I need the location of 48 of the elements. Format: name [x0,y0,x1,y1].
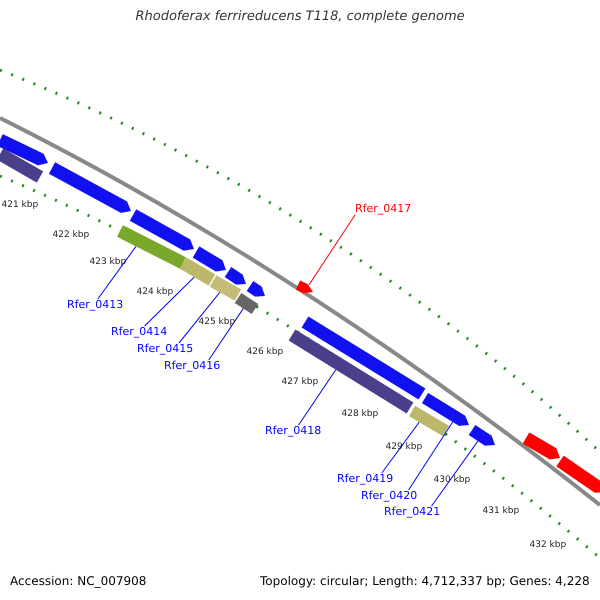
gene-bar [468,425,495,446]
gene-bar [246,281,265,297]
gene-label: Rfer_0420 [361,490,418,502]
leader-line [381,422,420,474]
leader-line [298,369,336,426]
leader-line [308,214,356,286]
gene-bar [422,392,469,426]
map-title: Rhodoferax ferrireducens T118, complete genome [136,10,465,24]
gene-label: Rfer_0419 [337,473,394,486]
gene-bar [48,162,131,213]
gene-bar [210,275,242,301]
gene-label: Rfer_0415 [137,343,194,356]
leader-line [431,440,478,506]
tick-label: 421 kbp [2,201,38,211]
tick-label: 430 kbp [434,476,470,486]
gene-bar [180,257,216,286]
leader-line [408,422,454,490]
tick-label: 425 kbp [198,318,236,328]
leader-line [208,308,244,360]
tick-label: 427 kbp [282,378,318,388]
gene-bar [0,134,48,166]
tick-label: 432 kbp [530,541,566,551]
tick-label: 424 kbp [136,288,174,298]
footer-text: Topology: circular; Length: 4,712,337 bp; Genes: 4,228 [260,575,590,588]
tick-label: 431 kbp [482,507,520,517]
gene-bar [556,456,600,493]
footer-text: Accession: NC_007908 [10,575,146,588]
leader-line [178,292,220,344]
gene-bar [192,246,226,272]
gene-bar [302,316,426,400]
gene-label: Rfer_0416 [164,360,220,372]
tick-label: 426 kbp [246,348,284,358]
gene-label: Rfer_0413 [67,299,124,312]
gene-label: Rfer_0418 [265,425,322,438]
gene-bar [409,406,449,436]
gene-label: Rfer_0417 [355,203,412,216]
gene-bar [234,293,258,314]
gene-bar [0,148,44,183]
gene-bar [224,267,246,285]
gene-label: Rfer_0421 [384,506,440,518]
gene-label: Rfer_0414 [111,326,168,338]
gene-bar [522,432,560,460]
gene-bar [296,280,313,294]
gene-bar [130,209,194,251]
leader-line [97,246,136,300]
leader-line [144,276,195,326]
tick-label: 422 kbp [52,231,90,241]
tick-label: 428 kbp [342,410,378,420]
